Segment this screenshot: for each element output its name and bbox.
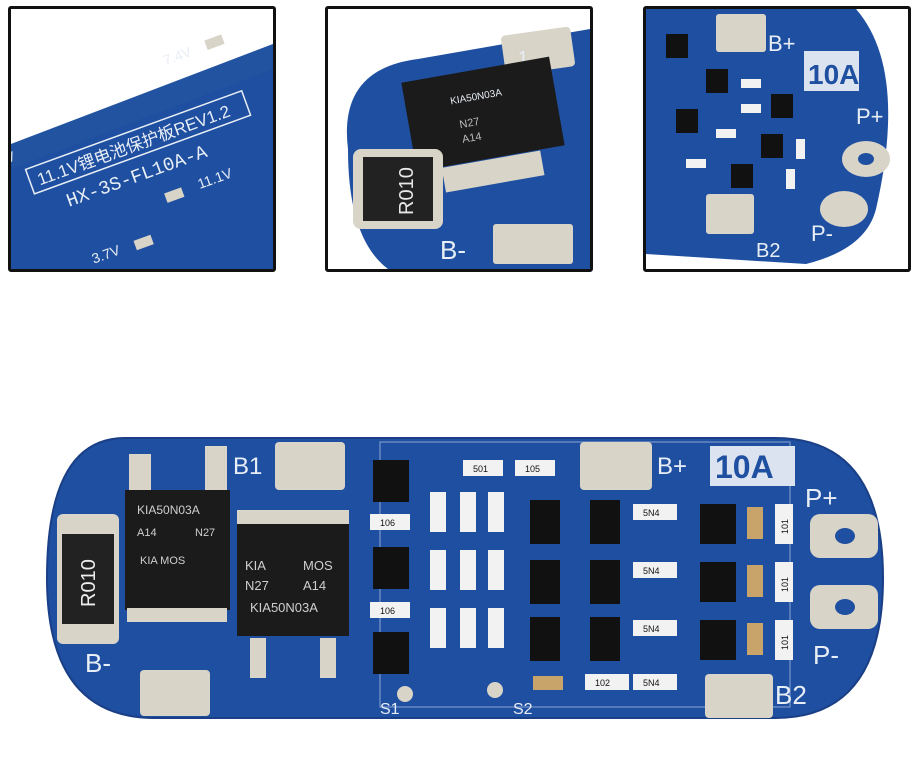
mosfet-right-part: KIA50N03A (250, 600, 318, 615)
label-p-minus: P- (813, 640, 839, 670)
b-plus-label: B+ (768, 31, 796, 56)
photo-panel-right-edge: B+ 10A P+ P- B2 (643, 6, 911, 272)
mosfet-right-brand-2: MOS (303, 558, 333, 573)
mosfet-left-code-1: N27 (195, 527, 215, 539)
mosfet-closeup: 1 KIA50N03A N27 A14 R010 B- (328, 9, 590, 269)
b2-label: B2 (756, 240, 780, 262)
pad-b2 (705, 674, 773, 718)
ic-4 (530, 500, 560, 544)
smd-label-101-c: 101 (780, 635, 790, 650)
smd-label-101-a: 101 (780, 519, 790, 534)
mosfet-left (125, 490, 230, 610)
mosfet-left-marking: KIA50N03A (137, 503, 200, 517)
pad-b-plus (580, 442, 652, 490)
pad-b1 (275, 442, 345, 490)
label-b-minus: B- (85, 648, 111, 678)
ic-8 (530, 617, 560, 661)
smd-label-105: 105 (525, 464, 540, 474)
test-point-s1 (397, 686, 413, 702)
smd-label-5n4-c: 5N4 (643, 624, 660, 634)
smd-label-106-b: 106 (380, 606, 395, 616)
pad-b-minus-label: B- (440, 235, 466, 265)
bms-board: B1 B+ 10A P+ P- B- B2 R010 KIA50N03A N27… (45, 437, 885, 719)
mosfet-left-brand: KIA MOS (140, 555, 185, 567)
resistor-marking: R010 (78, 559, 100, 607)
smd-label-5n4-d: 5N4 (643, 678, 660, 688)
smd-label-5n4-b: 5N4 (643, 566, 660, 576)
vertical-resistor-grid (430, 492, 504, 648)
mosfet-right-code-1: N27 (245, 578, 269, 593)
label-b2: B2 (775, 680, 807, 710)
mosfet-right-brand-1: KIA (245, 558, 266, 573)
smd-label-101-b: 101 (780, 577, 790, 592)
current-box (710, 446, 795, 486)
ic-7 (590, 560, 620, 604)
photo-panel-silkscreen: 11.1V锂电池保护板REV1.2 HX-3S-FL10A-A 7.4V 0V … (8, 6, 276, 272)
smd-label-501: 501 (473, 464, 488, 474)
smd-label-106-a: 106 (380, 518, 395, 528)
label-current: 10A (715, 449, 774, 485)
ic-2 (373, 547, 409, 589)
silkscreen-closeup: 11.1V锂电池保护板REV1.2 HX-3S-FL10A-A 7.4V 0V … (11, 9, 273, 269)
label-b-plus: B+ (657, 453, 687, 480)
mosfet-code-1: N27 (459, 116, 481, 131)
ic-11 (700, 562, 736, 602)
ic-9 (590, 617, 620, 661)
smd-label-102: 102 (595, 678, 610, 688)
label-0v: 0V (11, 148, 18, 169)
ic-10 (700, 504, 736, 544)
pad-b-minus (140, 670, 210, 716)
resistor-code: R010 (396, 167, 418, 215)
smd-resistors: 501 105 106 106 5N4 5N4 5N4 5N4 102 101 … (370, 460, 793, 690)
current-rating: 10A (808, 59, 859, 90)
ic-3 (373, 632, 409, 674)
ic-5 (590, 500, 620, 544)
smd-label-5n4-a: 5N4 (643, 508, 660, 518)
p-minus-label: P- (811, 221, 833, 246)
photo-panel-mosfet: 1 KIA50N03A N27 A14 R010 B- (325, 6, 593, 272)
bms-board-main-view: B1 B+ 10A P+ P- B- B2 R010 KIA50N03A N27… (45, 432, 885, 724)
label-p-plus: P+ (805, 483, 838, 513)
label-s2: S2 (513, 701, 533, 718)
mosfet-left-code-2: A14 (137, 527, 157, 539)
ic-12 (700, 620, 736, 660)
test-point-s2 (487, 682, 503, 698)
mosfet-right (237, 524, 349, 636)
pad-1-label: 1 (518, 48, 528, 68)
label-s1: S1 (380, 701, 400, 718)
label-b1: B1 (233, 453, 262, 480)
ic-6 (530, 560, 560, 604)
right-edge-closeup: B+ 10A P+ P- B2 (646, 9, 908, 269)
mosfet-right-code-2: A14 (303, 578, 326, 593)
p-plus-label: P+ (856, 104, 884, 129)
mosfet-code-2: A14 (461, 131, 482, 146)
ic-1 (373, 460, 409, 502)
capacitors (533, 507, 763, 690)
